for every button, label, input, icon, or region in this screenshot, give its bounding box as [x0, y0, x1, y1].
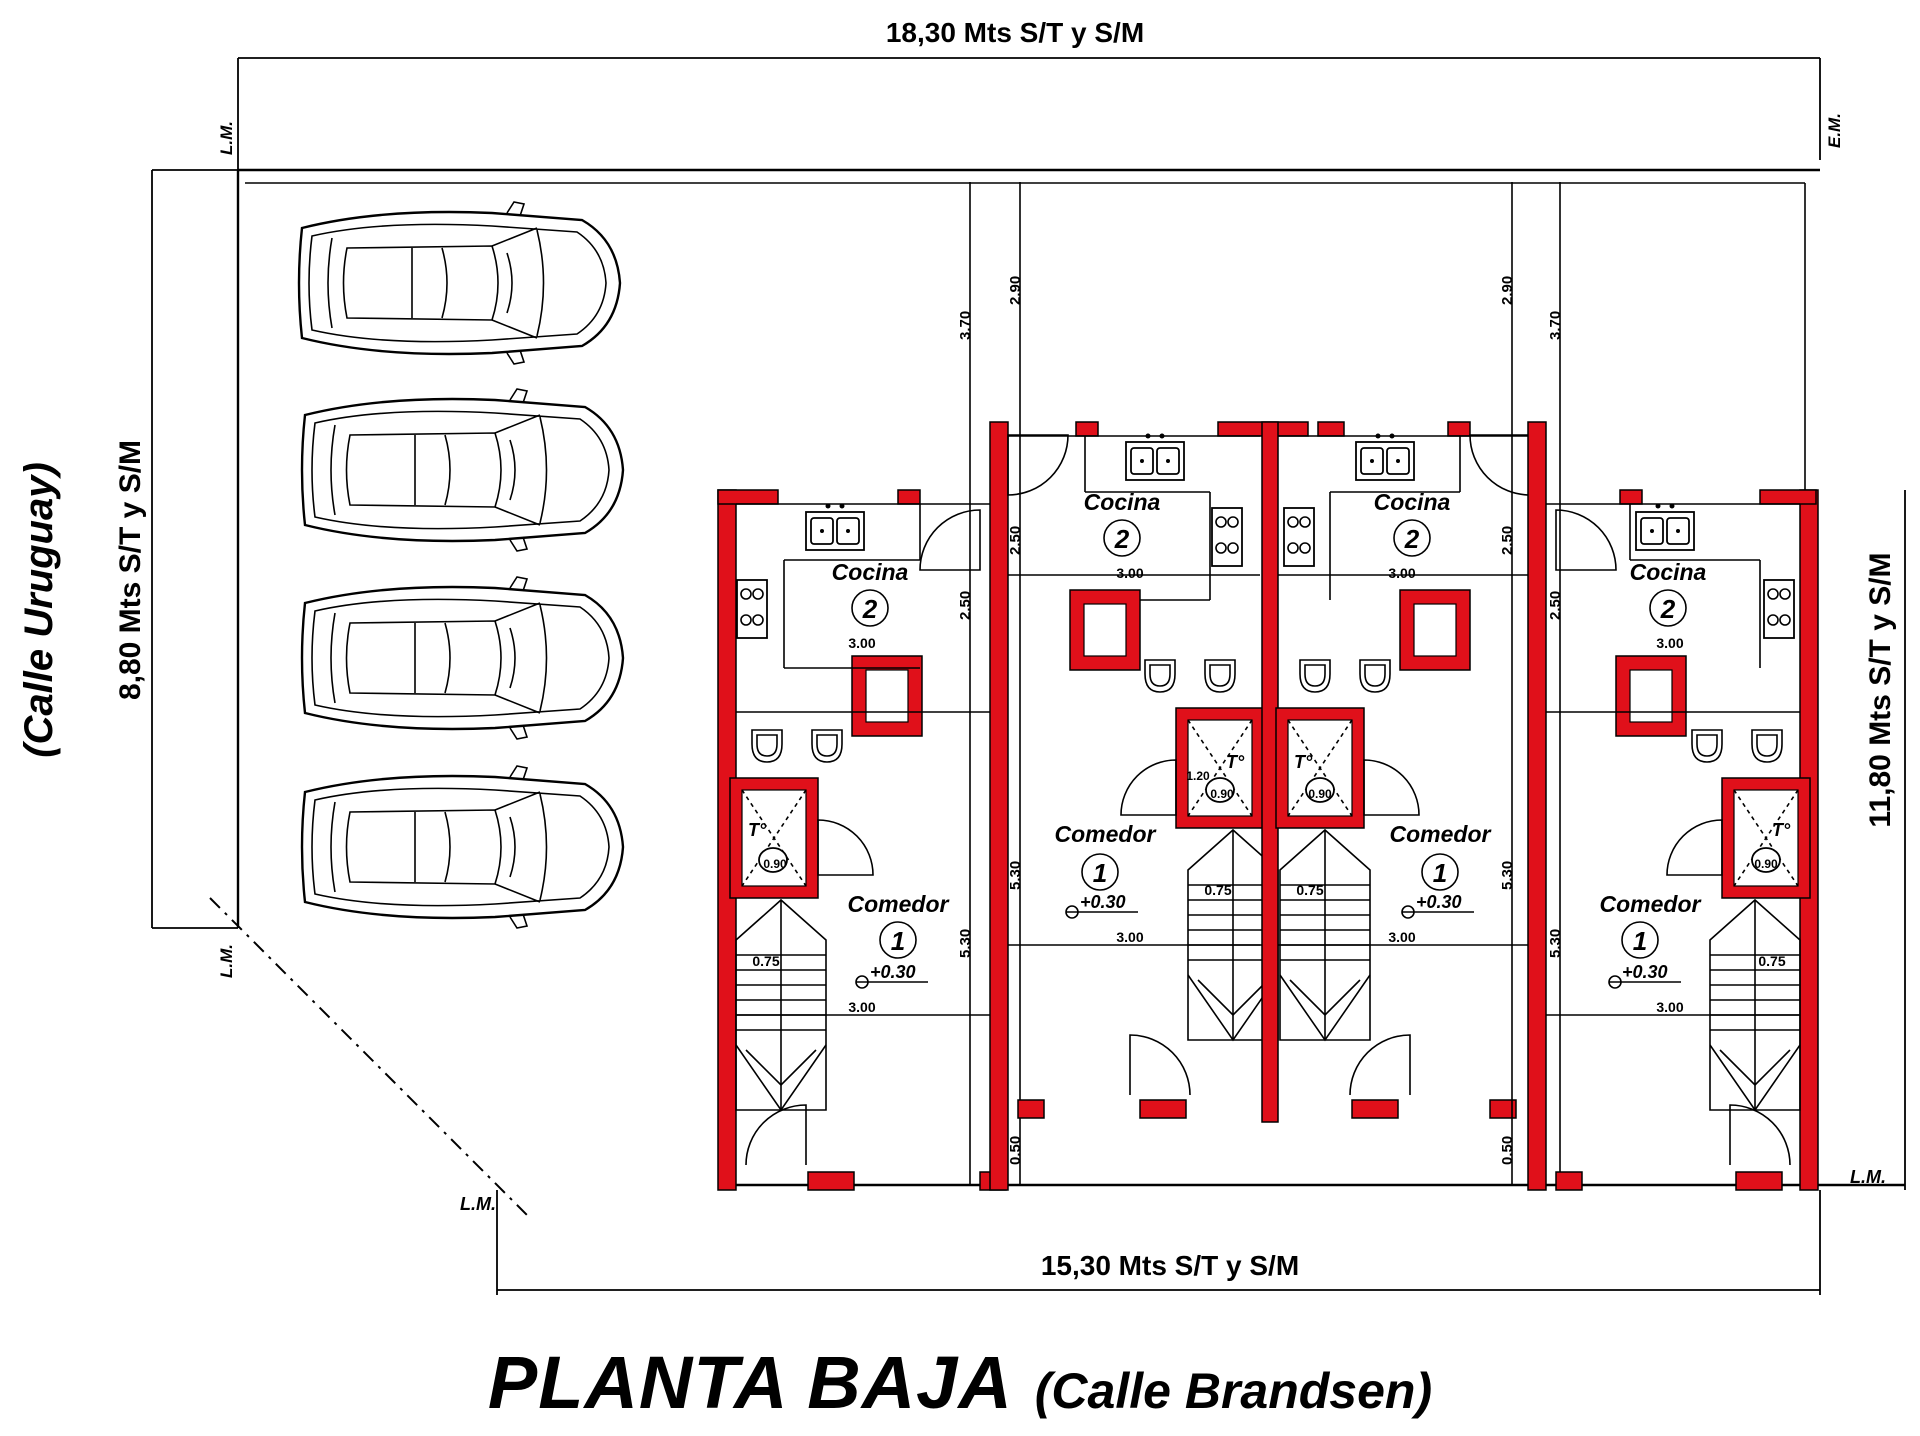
dimension-left-label: 8,80 Mts S/T y S/M [114, 440, 147, 700]
svg-text:T°: T° [1226, 752, 1245, 772]
car-icon [300, 387, 625, 553]
svg-text:0.90: 0.90 [763, 857, 787, 871]
svg-text:2.50: 2.50 [1499, 526, 1516, 555]
unit-4: Cocina 2 3.00 Comedor 1 +0.30 3.00 T° 0.… [1546, 489, 1819, 1191]
svg-text:3.00: 3.00 [1116, 929, 1143, 945]
svg-text:0.90: 0.90 [1308, 787, 1332, 801]
svg-text:0.90: 0.90 [1210, 787, 1234, 801]
lm-marker-right: L.M. [1850, 1167, 1886, 1187]
svg-text:5.30: 5.30 [957, 929, 974, 958]
svg-text:0.50: 0.50 [1007, 1136, 1024, 1165]
party-wall-3 [1527, 421, 1547, 1191]
vertical-dimensions: 3.70 2.90 2.90 3.70 2.50 2.50 2.50 2.50 … [957, 276, 1564, 1165]
kitchen-number: 2 [1114, 524, 1130, 554]
svg-text:0.75: 0.75 [1204, 882, 1231, 898]
svg-text:5.30: 5.30 [1499, 861, 1516, 890]
car-icon [297, 200, 622, 366]
svg-text:T°: T° [1294, 752, 1313, 772]
label-cocina: Cocina [1084, 489, 1161, 515]
dimension-right: 11,80 Mts S/T y S/M [1864, 490, 1906, 1190]
svg-text:0.75: 0.75 [1758, 953, 1785, 969]
lm-marker-top: L.M. [217, 121, 236, 155]
lm-marker-left: L.M. [217, 944, 236, 978]
lm-marker-bottom: L.M. [460, 1194, 496, 1214]
plan-title-main: PLANTA BAJA [487, 1341, 1013, 1424]
unit-3: Cocina 2 3.00 Comedor 1 +0.30 3.00 T° 0.… [1275, 421, 1531, 1119]
svg-text:1.20: 1.20 [1186, 769, 1210, 783]
unit-1: Cocina 2 3.00 Comedor 1 +0.30 3.00 T° 0.… [717, 489, 1007, 1191]
label-comedor: Comedor [848, 891, 950, 917]
svg-text:5.30: 5.30 [1547, 929, 1564, 958]
unit-2: Cocina 2 3.00 Comedor 1 +0.30 3.00 T° 0.… [1007, 421, 1309, 1119]
kitchen-number: 2 [1660, 594, 1676, 624]
label-comedor: Comedor [1600, 891, 1702, 917]
svg-text:0.75: 0.75 [1296, 882, 1323, 898]
kitchen-number: 2 [1404, 524, 1420, 554]
plan-title-street: (Calle Brandsen) [1034, 1363, 1433, 1419]
car-icon [300, 575, 625, 741]
svg-text:3.00: 3.00 [848, 999, 875, 1015]
dimension-top-label: 18,30 Mts S/T y S/M [886, 17, 1144, 48]
label-comedor: Comedor [1055, 821, 1157, 847]
svg-text:2.90: 2.90 [1499, 276, 1516, 305]
svg-text:5.30: 5.30 [1007, 861, 1024, 890]
em-marker-top: E.M. [1825, 113, 1844, 148]
svg-text:3.00: 3.00 [1656, 635, 1683, 651]
svg-text:3.00: 3.00 [1116, 565, 1143, 581]
car-icon [300, 764, 625, 930]
svg-text:3.00: 3.00 [848, 635, 875, 651]
svg-text:+0.30: +0.30 [1416, 892, 1462, 912]
label-cocina: Cocina [832, 559, 909, 585]
kitchen-number: 2 [862, 594, 878, 624]
svg-text:T°: T° [748, 820, 767, 840]
dimension-left: 8,80 Mts S/T y S/M (Calle Uruguay) [17, 169, 238, 929]
svg-text:0.75: 0.75 [752, 953, 779, 969]
svg-text:3.00: 3.00 [1388, 929, 1415, 945]
svg-text:+0.30: +0.30 [870, 962, 916, 982]
svg-text:0.90: 0.90 [1754, 857, 1778, 871]
dimension-bottom: 15,30 Mts S/T y S/M [496, 1190, 1821, 1295]
svg-text:2.50: 2.50 [1007, 526, 1024, 555]
dining-number: 1 [1093, 858, 1107, 888]
plan-title: PLANTA BAJA (Calle Brandsen) [0, 1340, 1920, 1425]
svg-text:T°: T° [1772, 820, 1791, 840]
label-cocina: Cocina [1630, 559, 1707, 585]
dimension-bottom-label: 15,30 Mts S/T y S/M [1041, 1250, 1299, 1281]
dining-number: 1 [1633, 926, 1647, 956]
svg-text:0.50: 0.50 [1499, 1136, 1516, 1165]
svg-text:3.70: 3.70 [957, 311, 974, 340]
svg-text:+0.30: +0.30 [1622, 962, 1668, 982]
dining-number: 1 [1433, 858, 1447, 888]
party-wall-1 [989, 421, 1009, 1191]
svg-text:3.00: 3.00 [1656, 999, 1683, 1015]
svg-text:2.90: 2.90 [1007, 276, 1024, 305]
parking-area [297, 200, 625, 930]
svg-text:+0.30: +0.30 [1080, 892, 1126, 912]
svg-text:3.70: 3.70 [1547, 311, 1564, 340]
svg-text:3.00: 3.00 [1388, 565, 1415, 581]
dimension-top: 18,30 Mts S/T y S/M [237, 17, 1821, 170]
label-comedor: Comedor [1390, 821, 1492, 847]
label-cocina: Cocina [1374, 489, 1451, 515]
svg-text:2.50: 2.50 [957, 591, 974, 620]
dimension-right-label: 11,80 Mts S/T y S/M [1864, 552, 1897, 827]
dining-number: 1 [891, 926, 905, 956]
street-uruguay-label: (Calle Uruguay) [17, 462, 61, 758]
svg-text:2.50: 2.50 [1547, 591, 1564, 620]
